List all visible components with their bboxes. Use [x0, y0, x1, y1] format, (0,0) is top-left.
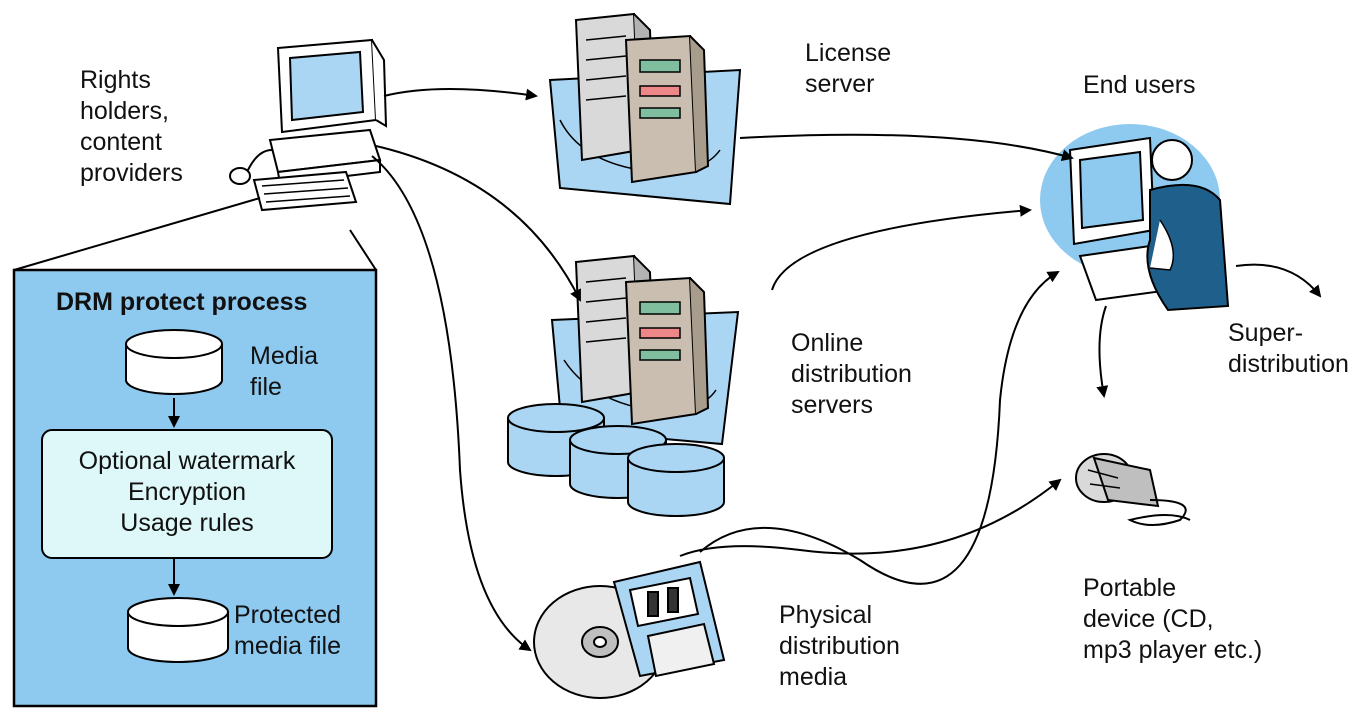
- drm-zoom-line-right: [349, 229, 377, 271]
- process-steps-box: [41, 429, 333, 559]
- rights-holders-label: Rights holders, content providers: [80, 66, 183, 187]
- portable-device-icon: [1075, 453, 1191, 526]
- storage-disks-icon: [507, 403, 725, 517]
- drm-box-title: DRM protect process: [56, 288, 308, 316]
- end-users-label: End users: [1083, 71, 1196, 99]
- arrow-user-to-device: [1096, 305, 1109, 398]
- arrow-license-to-user: [739, 133, 1074, 162]
- drm-zoom-line-left: [13, 197, 261, 271]
- arrow-to-online-servers: [375, 145, 581, 302]
- physical-distribution-label: Physical distribution media: [779, 601, 900, 691]
- arrow-media-to-device: [679, 478, 1062, 557]
- arrow-super-distribution: [1235, 263, 1322, 298]
- super-distribution-label: Super- distribution: [1228, 319, 1349, 378]
- rights-holder-computer-icon: [229, 38, 388, 212]
- arrow-to-physical-media: [371, 155, 532, 652]
- end-user-icon: [1040, 124, 1230, 312]
- physical-media-icon: [533, 560, 726, 699]
- process-steps-label: Optional watermark Encryption Usage rule…: [78, 447, 296, 537]
- arrow-to-license-server: [383, 88, 538, 101]
- portable-device-label: Portable device (CD, mp3 player etc.): [1083, 574, 1263, 664]
- protected-file-cylinder-icon: [127, 597, 229, 663]
- online-distribution-label: Online distribution servers: [791, 329, 912, 419]
- media-file-label: Media file: [250, 342, 319, 401]
- protected-file-label: Protected media file: [234, 601, 342, 660]
- flow-arrows: [371, 88, 1322, 652]
- license-server-label: License server: [805, 39, 892, 98]
- arrow-online-to-user: [771, 204, 1032, 291]
- license-server-icon: [548, 12, 742, 206]
- media-file-cylinder-icon: [125, 329, 223, 395]
- arrow-media-to-user: [699, 270, 1060, 585]
